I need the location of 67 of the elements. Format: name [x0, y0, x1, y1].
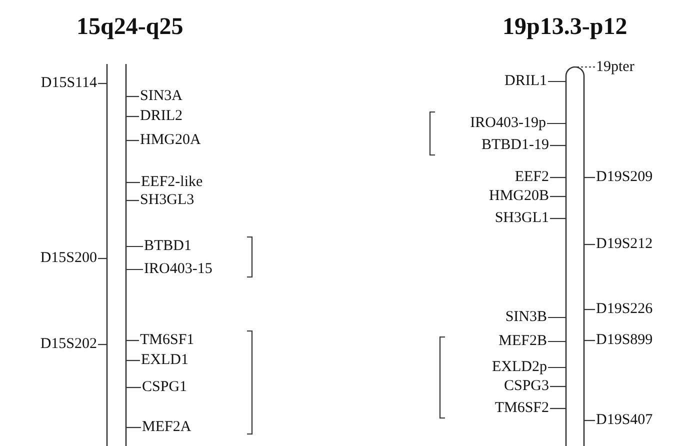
leader-line: [126, 268, 143, 270]
leader-line: [126, 360, 140, 362]
locus-label: D15S114: [40, 75, 97, 92]
leader-line: [126, 200, 139, 202]
locus-label: D19S212: [596, 236, 653, 253]
locus-label: D19S899: [596, 332, 653, 349]
locus-label: EXLD2p: [492, 359, 547, 376]
leader-line: [584, 244, 595, 246]
locus-label: SH3GL3: [140, 192, 194, 209]
locus-label: SIN3B: [505, 309, 547, 326]
leader-line: [548, 316, 566, 318]
leader-line: [548, 340, 566, 342]
leader-line: [584, 176, 595, 178]
leader-line: [548, 366, 566, 368]
leader-line: [126, 96, 139, 98]
leader-line: [584, 308, 595, 310]
locus-label: TM6SF2: [494, 400, 549, 417]
leader-line: [550, 386, 566, 388]
leader-line: [126, 182, 140, 184]
locus-label: MEF2B: [498, 333, 547, 350]
locus-label: DRIL2: [140, 108, 182, 125]
locus-label: BTBD1: [144, 238, 192, 255]
locus-label: TM6SF1: [140, 332, 194, 349]
leader-line: [550, 196, 566, 198]
chromosome-line: [106, 64, 108, 446]
leader-line: [584, 420, 595, 422]
leader-line: [547, 122, 566, 124]
leader-line: [550, 218, 566, 220]
locus-label: SIN3A: [140, 88, 183, 105]
locus-label: EEF2: [514, 169, 549, 186]
locus-label: 19pter: [596, 59, 634, 76]
leader-line: [126, 116, 139, 118]
locus-label: CSPG1: [142, 379, 188, 396]
leader-line: [575, 66, 595, 68]
leader-line: [98, 344, 107, 346]
chromosome-line: [125, 64, 127, 446]
leader-line: [98, 82, 107, 84]
locus-label: CSPG3: [504, 378, 549, 395]
leader-line: [550, 408, 566, 410]
leader-line: [126, 340, 139, 342]
locus-label: D15S202: [40, 336, 97, 353]
locus-label: D19S407: [596, 412, 653, 429]
chromosome-heading: 19p13.3-p12: [502, 13, 628, 41]
leader-line: [98, 258, 107, 260]
chromosome-heading: 15q24-q25: [76, 13, 184, 41]
locus-label: IRO403-15: [144, 261, 212, 278]
leader-line: [126, 386, 141, 388]
locus-label: DRIL1: [504, 73, 547, 90]
locus-label: D19S209: [596, 169, 653, 186]
leader-line: [548, 80, 566, 82]
locus-label: SH3GL1: [494, 210, 549, 227]
leader-line: [584, 340, 595, 342]
locus-label: D19S226: [596, 301, 653, 318]
chromosome-bar: [565, 66, 585, 446]
locus-label: IRO403-19p: [470, 115, 546, 132]
locus-label: BTBD1-19: [482, 137, 549, 154]
leader-line: [126, 140, 139, 142]
locus-label: EEF2-like: [141, 174, 203, 191]
locus-label: HMG20A: [140, 132, 201, 149]
leader-line: [550, 176, 566, 178]
leader-line: [126, 246, 143, 248]
leader-line: [126, 426, 141, 428]
locus-label: MEF2A: [142, 419, 192, 436]
leader-line: [550, 144, 566, 146]
locus-label: EXLD1: [141, 352, 188, 369]
locus-label: HMG20B: [488, 188, 549, 205]
locus-label: D15S200: [40, 250, 97, 267]
